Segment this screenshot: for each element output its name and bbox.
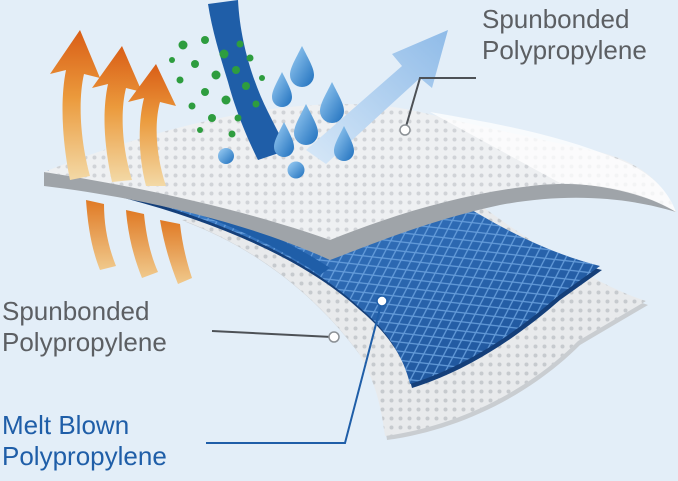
- meltblown-marker: [376, 295, 388, 307]
- top-spunbond-label: Spunbonded Polypropylene: [482, 4, 647, 66]
- vapor-arrow-icon: [306, 30, 448, 164]
- top-label-line1: Spunbonded: [482, 4, 630, 34]
- meltblown-label: Melt Blown Polypropylene: [2, 410, 167, 472]
- top-label-line2: Polypropylene: [482, 35, 647, 65]
- middle-label-line1: Spunbonded: [2, 296, 150, 326]
- water-drop-icon: [218, 46, 354, 179]
- middle-layer-marker: [328, 331, 340, 343]
- top-layer-marker: [399, 124, 411, 136]
- meltblown-leader-line: [206, 300, 383, 444]
- particle-cluster-icon: [169, 36, 265, 138]
- bottom-label-line2: Polypropylene: [2, 441, 167, 471]
- meltblown-layer: [45, 170, 602, 388]
- middle-label-line2: Polypropylene: [2, 327, 167, 357]
- liquid-stream-icon: [208, 0, 288, 160]
- inner-spunbond-label: Spunbonded Polypropylene: [2, 296, 167, 358]
- heat-arrow-icon: [50, 30, 192, 284]
- bottom-label-line1: Melt Blown: [2, 410, 130, 440]
- outer-spunbond-layer: [44, 104, 676, 260]
- leader-lines: [211, 77, 476, 338]
